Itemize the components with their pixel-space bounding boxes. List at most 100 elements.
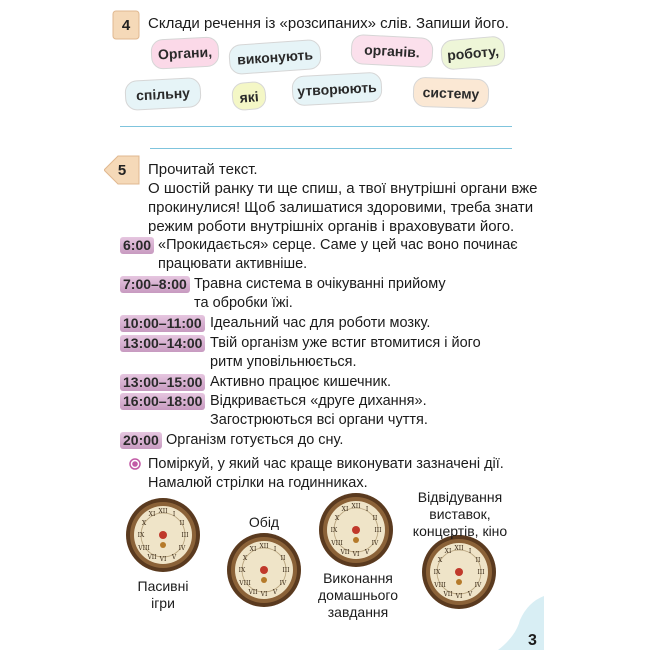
caption-line: Відвідування <box>417 489 503 505</box>
caption-line: Обід <box>248 514 280 530</box>
svg-text:I: I <box>469 548 472 555</box>
svg-text:II: II <box>281 555 286 562</box>
task-5-heading: Прочитай текст. <box>148 161 258 178</box>
word-card: Органи, <box>150 36 220 70</box>
word-card: роботу, <box>439 35 507 71</box>
word-card: спільну <box>124 77 202 111</box>
svg-text:VIII: VIII <box>137 545 150 552</box>
svg-text:VI: VI <box>455 593 463 600</box>
svg-text:VII: VII <box>442 591 453 598</box>
bullet-icon <box>129 458 141 470</box>
schedule-text: ритм уповільнюється. <box>210 354 357 370</box>
svg-text:XI: XI <box>149 511 156 518</box>
task-5-intro-line: О шостій ранку ти ще спиш, а твої внутрі… <box>148 180 538 197</box>
schedule-text: Травна система в очікуванні прийому <box>194 276 446 292</box>
task-5-number: 5 <box>104 155 140 185</box>
svg-text:VI: VI <box>352 551 360 558</box>
word-card: систему <box>412 76 490 110</box>
svg-text:X: X <box>438 557 443 564</box>
schedule-text: «Прокидається» серце. Саме у цей час вон… <box>158 237 518 253</box>
svg-text:IV: IV <box>475 582 482 589</box>
svg-text:III: III <box>374 527 382 534</box>
svg-text:V: V <box>364 549 370 556</box>
task-4-number: 4 <box>112 10 140 40</box>
svg-text:II: II <box>180 520 185 527</box>
schedule-text: та обробки їжі. <box>194 295 293 311</box>
svg-text:VI: VI <box>260 591 268 598</box>
svg-text:X: X <box>142 520 147 527</box>
svg-text:III: III <box>282 567 290 574</box>
task-5-intro-line: прокинулися! Щоб залишатися здоровими, т… <box>148 199 534 216</box>
svg-text:VII: VII <box>247 589 258 596</box>
schedule-text: Активно працює кишечник. <box>210 374 392 390</box>
time-badge: 13:00–15:00 <box>120 374 206 391</box>
clock-caption-visits: Відвідування виставок, концертів, кіно <box>408 489 512 540</box>
caption-line: концертів, кіно <box>412 523 508 539</box>
svg-text:XI: XI <box>250 546 257 553</box>
svg-text:XII: XII <box>158 508 168 515</box>
schedule-text: Організм готується до сну. <box>166 432 344 448</box>
caption-line: ігри <box>151 595 175 611</box>
svg-text:X: X <box>335 515 340 522</box>
svg-text:XII: XII <box>351 503 361 510</box>
svg-text:IX: IX <box>434 569 441 576</box>
word-card: які <box>230 80 268 112</box>
task-number-badge-icon <box>104 155 140 185</box>
schedule-text: Твій організм уже встиг втомитися і його <box>210 335 481 351</box>
svg-text:III: III <box>477 569 485 576</box>
think-instruction: Поміркуй, у який час краще виконувати за… <box>148 456 504 472</box>
task-4-instruction: Склади речення із «розсипаних» слів. Зап… <box>148 15 509 32</box>
word-card: виконують <box>228 38 322 76</box>
time-badge: 16:00–18:00 <box>120 393 206 410</box>
clock-caption-lunch: Обід <box>236 514 292 531</box>
svg-text:IX: IX <box>138 532 145 539</box>
schedule-text: працювати активніше. <box>158 256 308 272</box>
task-number-badge-icon <box>112 10 140 40</box>
svg-text:X: X <box>243 555 248 562</box>
time-badge: 10:00–11:00 <box>120 315 205 332</box>
svg-text:XII: XII <box>259 543 269 550</box>
svg-text:VI: VI <box>159 556 167 563</box>
svg-text:V: V <box>272 589 278 596</box>
svg-text:V: V <box>467 591 473 598</box>
caption-line: Пасивні <box>137 578 189 594</box>
svg-text:VII: VII <box>146 554 157 561</box>
caption-line: завдання <box>327 604 389 620</box>
time-badge: 7:00–8:00 <box>120 276 190 293</box>
writing-line <box>120 126 512 127</box>
svg-text:IX: IX <box>239 567 246 574</box>
clock-caption-homework: Виконання домашнього завдання <box>310 570 406 621</box>
svg-text:III: III <box>181 532 189 539</box>
svg-text:XII: XII <box>454 545 464 552</box>
page-number: 3 <box>528 632 537 649</box>
svg-text:IV: IV <box>372 540 379 547</box>
svg-text:XI: XI <box>342 506 349 513</box>
svg-text:XI: XI <box>445 548 452 555</box>
svg-text:IX: IX <box>331 527 338 534</box>
svg-text:VIII: VIII <box>238 580 251 587</box>
svg-text:IV: IV <box>280 580 287 587</box>
svg-text:I: I <box>366 506 369 513</box>
svg-text:IV: IV <box>179 545 186 552</box>
svg-text:VIII: VIII <box>330 540 343 547</box>
svg-text:II: II <box>476 557 481 564</box>
think-instruction: Намалюй стрілки на годинниках. <box>148 475 368 491</box>
svg-text:II: II <box>373 515 378 522</box>
word-card: органів. <box>350 33 434 69</box>
schedule-text: Відкривається «друге дихання». <box>210 393 427 409</box>
word-card: утворюють <box>291 71 383 107</box>
caption-line: домашнього <box>318 587 398 603</box>
caption-line: виставок, <box>429 506 491 522</box>
time-badge: 6:00 <box>120 237 155 254</box>
svg-text:VIII: VIII <box>433 582 446 589</box>
task-5-intro-line: режим роботи внутрішніх органів і врахов… <box>148 218 515 235</box>
time-badge: 13:00–14:00 <box>120 335 206 352</box>
caption-line: Виконання <box>323 570 393 586</box>
schedule-text: Ідеальний час для роботи мозку. <box>210 315 431 331</box>
svg-text:I: I <box>173 511 176 518</box>
svg-text:VII: VII <box>339 549 350 556</box>
